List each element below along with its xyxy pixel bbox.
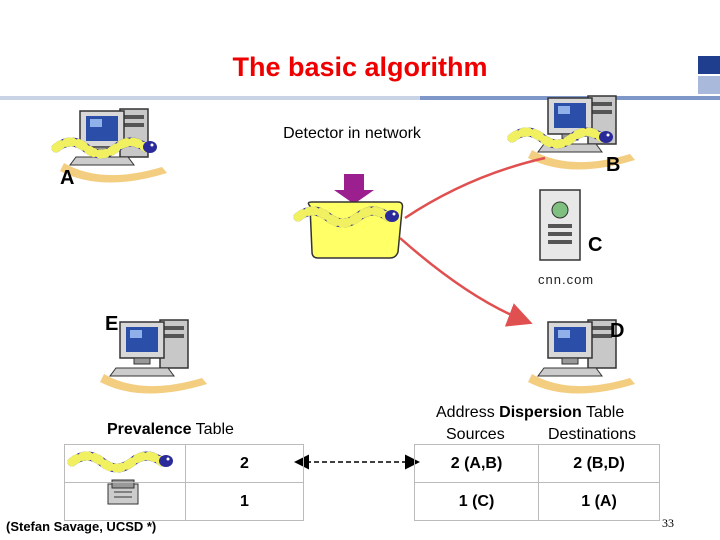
sources-cell: 1 (C): [414, 482, 539, 521]
destinations-cell: 1 (A): [538, 482, 660, 521]
traffic-arrow-a-to-b: [404, 156, 546, 220]
table-row: 1 (C) 1 (A): [414, 482, 660, 521]
host-label-a: A: [60, 167, 75, 189]
sources-header: Sources: [446, 426, 505, 443]
destinations-cell: 2 (B,D): [538, 444, 660, 483]
corner-decoration-dark: [698, 56, 720, 74]
prevalence-item-cell: [64, 482, 186, 521]
slide-title: The basic algorithm: [232, 52, 488, 82]
dispersion-title-pre: Address: [436, 404, 500, 421]
dispersion-title-post: Table: [581, 404, 625, 421]
traffic-arrow-to-d: [399, 237, 533, 327]
prevalence-count-cell: 2: [185, 444, 304, 483]
table-row: 2: [64, 444, 304, 483]
host-label-e: E: [105, 313, 119, 335]
sources-cell: 2 (A,B): [414, 444, 539, 483]
corner-decoration-light: [698, 76, 720, 94]
detector-label: Detector in network: [283, 125, 421, 142]
destinations-header: Destinations: [548, 426, 637, 443]
prevalence-title-rest: Table: [191, 421, 234, 438]
host-label-b: B: [606, 154, 621, 176]
credit-text: (Stefan Savage, UCSD *): [6, 519, 157, 534]
dispersion-title-bold: Dispersion: [499, 404, 582, 421]
prevalence-table: 2 1: [64, 444, 304, 521]
detector-arrow: [334, 174, 374, 204]
prevalence-count-cell: 1: [185, 482, 304, 521]
dispersion-table-title: Address Dispersion Table: [436, 404, 624, 422]
title-rule-left: [0, 96, 420, 100]
host-label-c: C: [588, 234, 603, 256]
host-label-d: D: [610, 320, 625, 342]
host-c-server-icon: [539, 189, 581, 261]
prevalence-title-bold: Prevalence: [107, 421, 192, 438]
prevalence-table-title: Prevalence Table: [107, 421, 234, 439]
prevalence-item-cell: [64, 444, 186, 483]
table-row: 1: [64, 482, 304, 521]
page-number: 33: [662, 516, 674, 530]
dispersion-table: 2 (A,B) 2 (B,D) 1 (C) 1 (A): [414, 444, 660, 521]
host-c-caption: cnn.com: [538, 272, 595, 287]
table-row: 2 (A,B) 2 (B,D): [414, 444, 660, 483]
